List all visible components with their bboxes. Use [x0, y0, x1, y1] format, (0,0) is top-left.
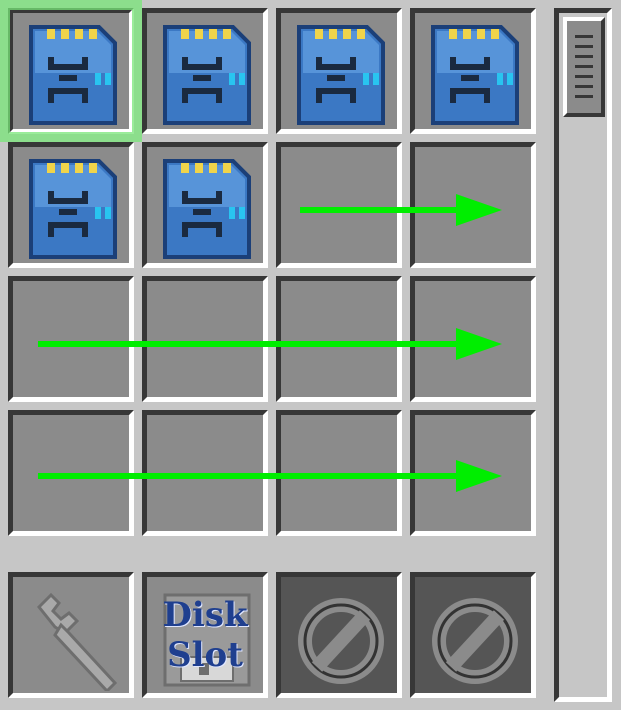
scrollbar-grip [575, 85, 593, 88]
scrollbar-grip [575, 45, 593, 48]
inventory-slot[interactable] [276, 276, 402, 402]
inventory-slot[interactable] [0, 0, 142, 142]
scrollbar-track[interactable] [554, 8, 612, 702]
blocked-icon [298, 598, 384, 684]
disk-drive-icon [159, 23, 255, 127]
scrollbar-grip [575, 55, 593, 58]
fill-order-arrow [38, 460, 502, 492]
inventory-slot[interactable] [8, 276, 134, 402]
fill-order-arrow [300, 194, 502, 226]
disk-drive-icon [25, 23, 121, 127]
scrollbar-grip [575, 95, 593, 98]
inventory-slot[interactable] [142, 276, 268, 402]
scrollbar-grip [575, 65, 593, 68]
blocked-slot [276, 572, 402, 698]
inventory-slot[interactable] [142, 8, 268, 134]
inventory-slot[interactable] [142, 142, 268, 268]
upgrade-slot-wrench[interactable] [8, 572, 134, 698]
inventory-slot[interactable] [410, 142, 536, 268]
inventory-slot[interactable] [410, 8, 536, 134]
scrollbar-grip [575, 35, 593, 38]
scrollbar-thumb[interactable] [563, 17, 605, 117]
inventory-slot[interactable] [276, 142, 402, 268]
disk-drive-icon [293, 23, 389, 127]
scrollbar-grip [575, 75, 593, 78]
disk-drive-icon [159, 157, 255, 261]
inventory-slot[interactable] [8, 142, 134, 268]
inventory-slot[interactable] [276, 8, 402, 134]
disk-slot[interactable]: Disk Slot [142, 572, 268, 698]
disk-drive-icon [25, 157, 121, 261]
blocked-icon [432, 598, 518, 684]
fill-order-arrow [38, 328, 502, 360]
floppy-disk-icon [163, 593, 251, 687]
wrench-icon [36, 592, 118, 691]
disk-drive-icon [427, 23, 523, 127]
blocked-slot [410, 572, 536, 698]
